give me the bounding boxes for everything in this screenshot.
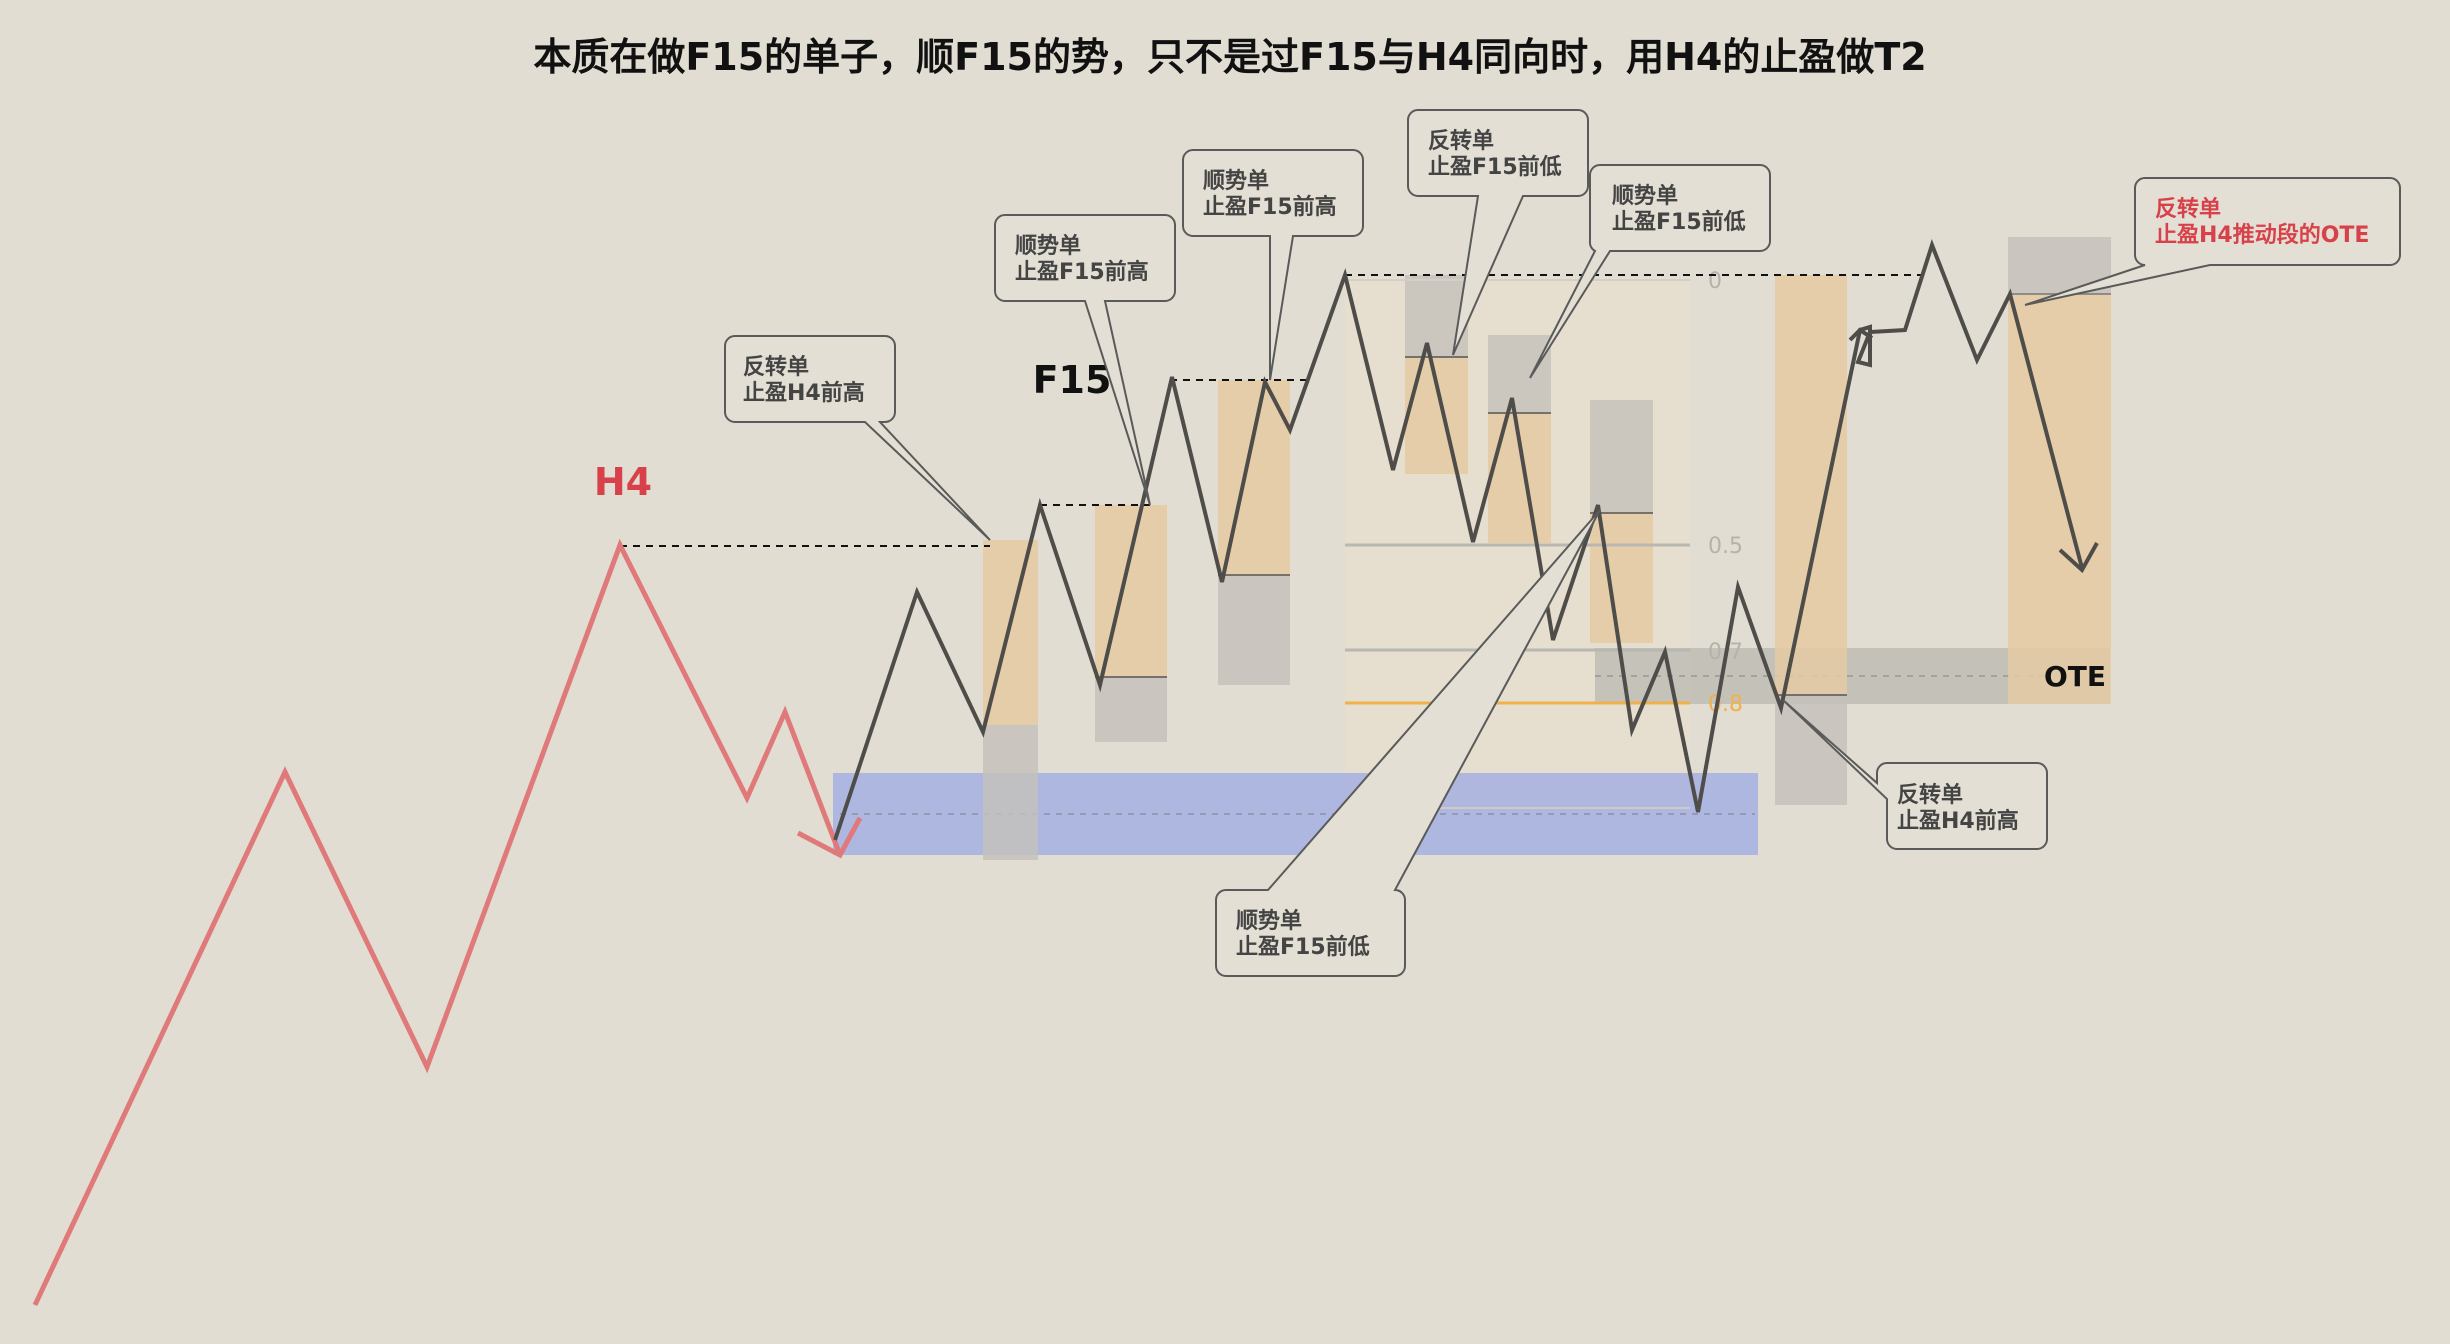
callout-line2: 止盈F15前低 [1612,209,1746,235]
f15-price-line [833,239,2084,841]
f15-label: F15 [1033,358,1112,402]
trade-box-risk [1218,575,1290,685]
fib-label-0-8: 0.8 [1708,692,1743,717]
callout-line2: 止盈F15前高 [1015,259,1149,285]
callout-line1: 反转单 [2155,196,2221,222]
callout-6: 反转单 止盈H4推动段的OTE [2024,177,2401,306]
trade-box-risk [1095,677,1167,742]
trade-box-target [1405,357,1468,474]
trade-box-target [1590,513,1653,643]
callout-line1: 顺势单 [1203,168,1269,194]
callout-line2: 止盈F15前低 [1236,934,1370,960]
fib-label-0: 0 [1708,269,1722,294]
callout-5: 顺势单 止盈F15前低 [1529,164,1771,379]
trade-box-target [1775,275,1847,695]
callout-2: 顺势单 止盈F15前高 [994,214,1176,506]
h4-price-line [32,538,843,1307]
fib-label-0-5: 0.5 [1708,534,1743,559]
callout-line2: 止盈H4前高 [743,380,865,406]
callout-4: 反转单 止盈F15前低 [1407,109,1589,356]
ote-label: OTE [2044,660,2106,693]
trade-box-target [2008,294,2111,704]
h4-arrow-head [796,816,863,859]
page-title: 本质在做F15的单子，顺F15的势，只不是过F15与H4同向时，用H4的止盈做T… [533,35,1926,79]
f15-arrow-head [1848,327,1874,342]
f15-arrow-head [2058,542,2099,574]
callout-3: 顺势单 止盈F15前高 [1182,149,1364,381]
h4-label: H4 [594,460,652,504]
trade-box-risk [1488,335,1551,413]
callout-line1: 反转单 [1428,128,1494,154]
callout-line2: 止盈F15前高 [1203,194,1337,220]
trade-box-target [1095,505,1167,677]
callout-line1: 反转单 [743,354,809,380]
callout-7: 反转单 止盈H4前高 [1782,699,2048,850]
trade-box-risk [1590,400,1653,513]
callout-line1: 反转单 [1897,782,1963,808]
callout-1: 反转单 止盈H4前高 [724,335,991,541]
reference-lines [620,274,1930,547]
callout-line2: 止盈H4前高 [1897,808,2019,834]
callout-line2: 止盈F15前低 [1428,154,1562,180]
trade-box-risk [983,725,1038,860]
callout-line1: 顺势单 [1612,183,1678,209]
h4-demand-zone [833,773,1758,855]
callout-line1: 顺势单 [1015,233,1081,259]
callout-8: 顺势单 止盈F15前低 [1215,509,1601,977]
callout-line2: 止盈H4推动段的OTE [2155,222,2369,248]
callout-line1: 顺势单 [1236,908,1302,934]
